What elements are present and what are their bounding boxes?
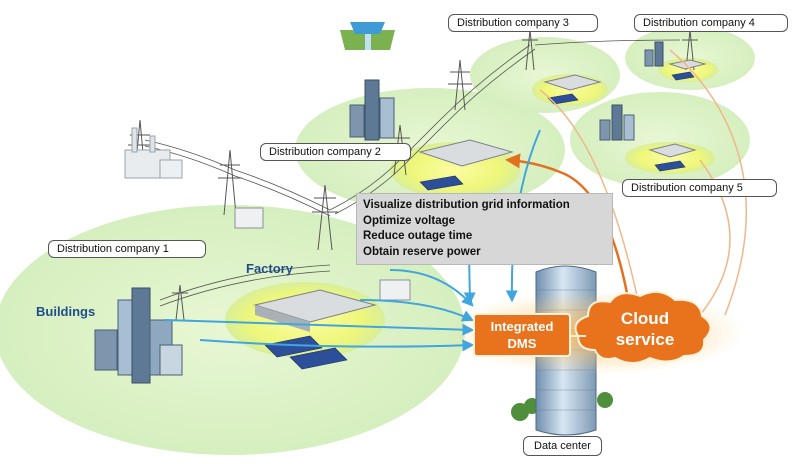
label-company-4: Distribution company 4 (634, 14, 788, 32)
dms-label: Integrated DMS (474, 318, 570, 352)
orange-links (539, 49, 748, 316)
solar-panels (264, 71, 695, 370)
substation (234, 207, 411, 301)
dms-line-2: DMS (507, 336, 537, 351)
label-factory: Factory (246, 261, 293, 276)
label-company-1: Distribution company 1 (48, 240, 206, 258)
company4-buildings (644, 41, 664, 67)
dms-line-1: Integrated (490, 319, 554, 334)
company5-buildings (599, 104, 635, 141)
benefit-line-3: Reduce outage time (363, 230, 473, 242)
label-data-center: Data center (523, 436, 602, 456)
cloud-line-1: Cloud (620, 309, 670, 328)
label-company-3: Distribution company 3 (448, 14, 598, 32)
zone-company-5 (570, 92, 750, 188)
cloud-shape (574, 290, 712, 364)
benefit-line-2: Optimize voltage (363, 214, 456, 227)
benefit-line-4: Obtain reserve power (363, 245, 481, 258)
cloud-line-2: service (615, 330, 675, 349)
benefits-box: Visualize distribution grid information … (356, 193, 613, 265)
cloud-label: Cloud service (590, 308, 700, 350)
label-company-2: Distribution company 2 (260, 143, 411, 161)
benefit-line-1: Visualize distribution grid information (363, 199, 570, 211)
label-buildings: Buildings (36, 304, 96, 319)
dam (340, 22, 395, 50)
label-company-5: Distribution company 5 (622, 179, 777, 197)
power-plant (124, 127, 183, 179)
company2-buildings (349, 79, 395, 141)
buildings-cluster (94, 287, 183, 384)
